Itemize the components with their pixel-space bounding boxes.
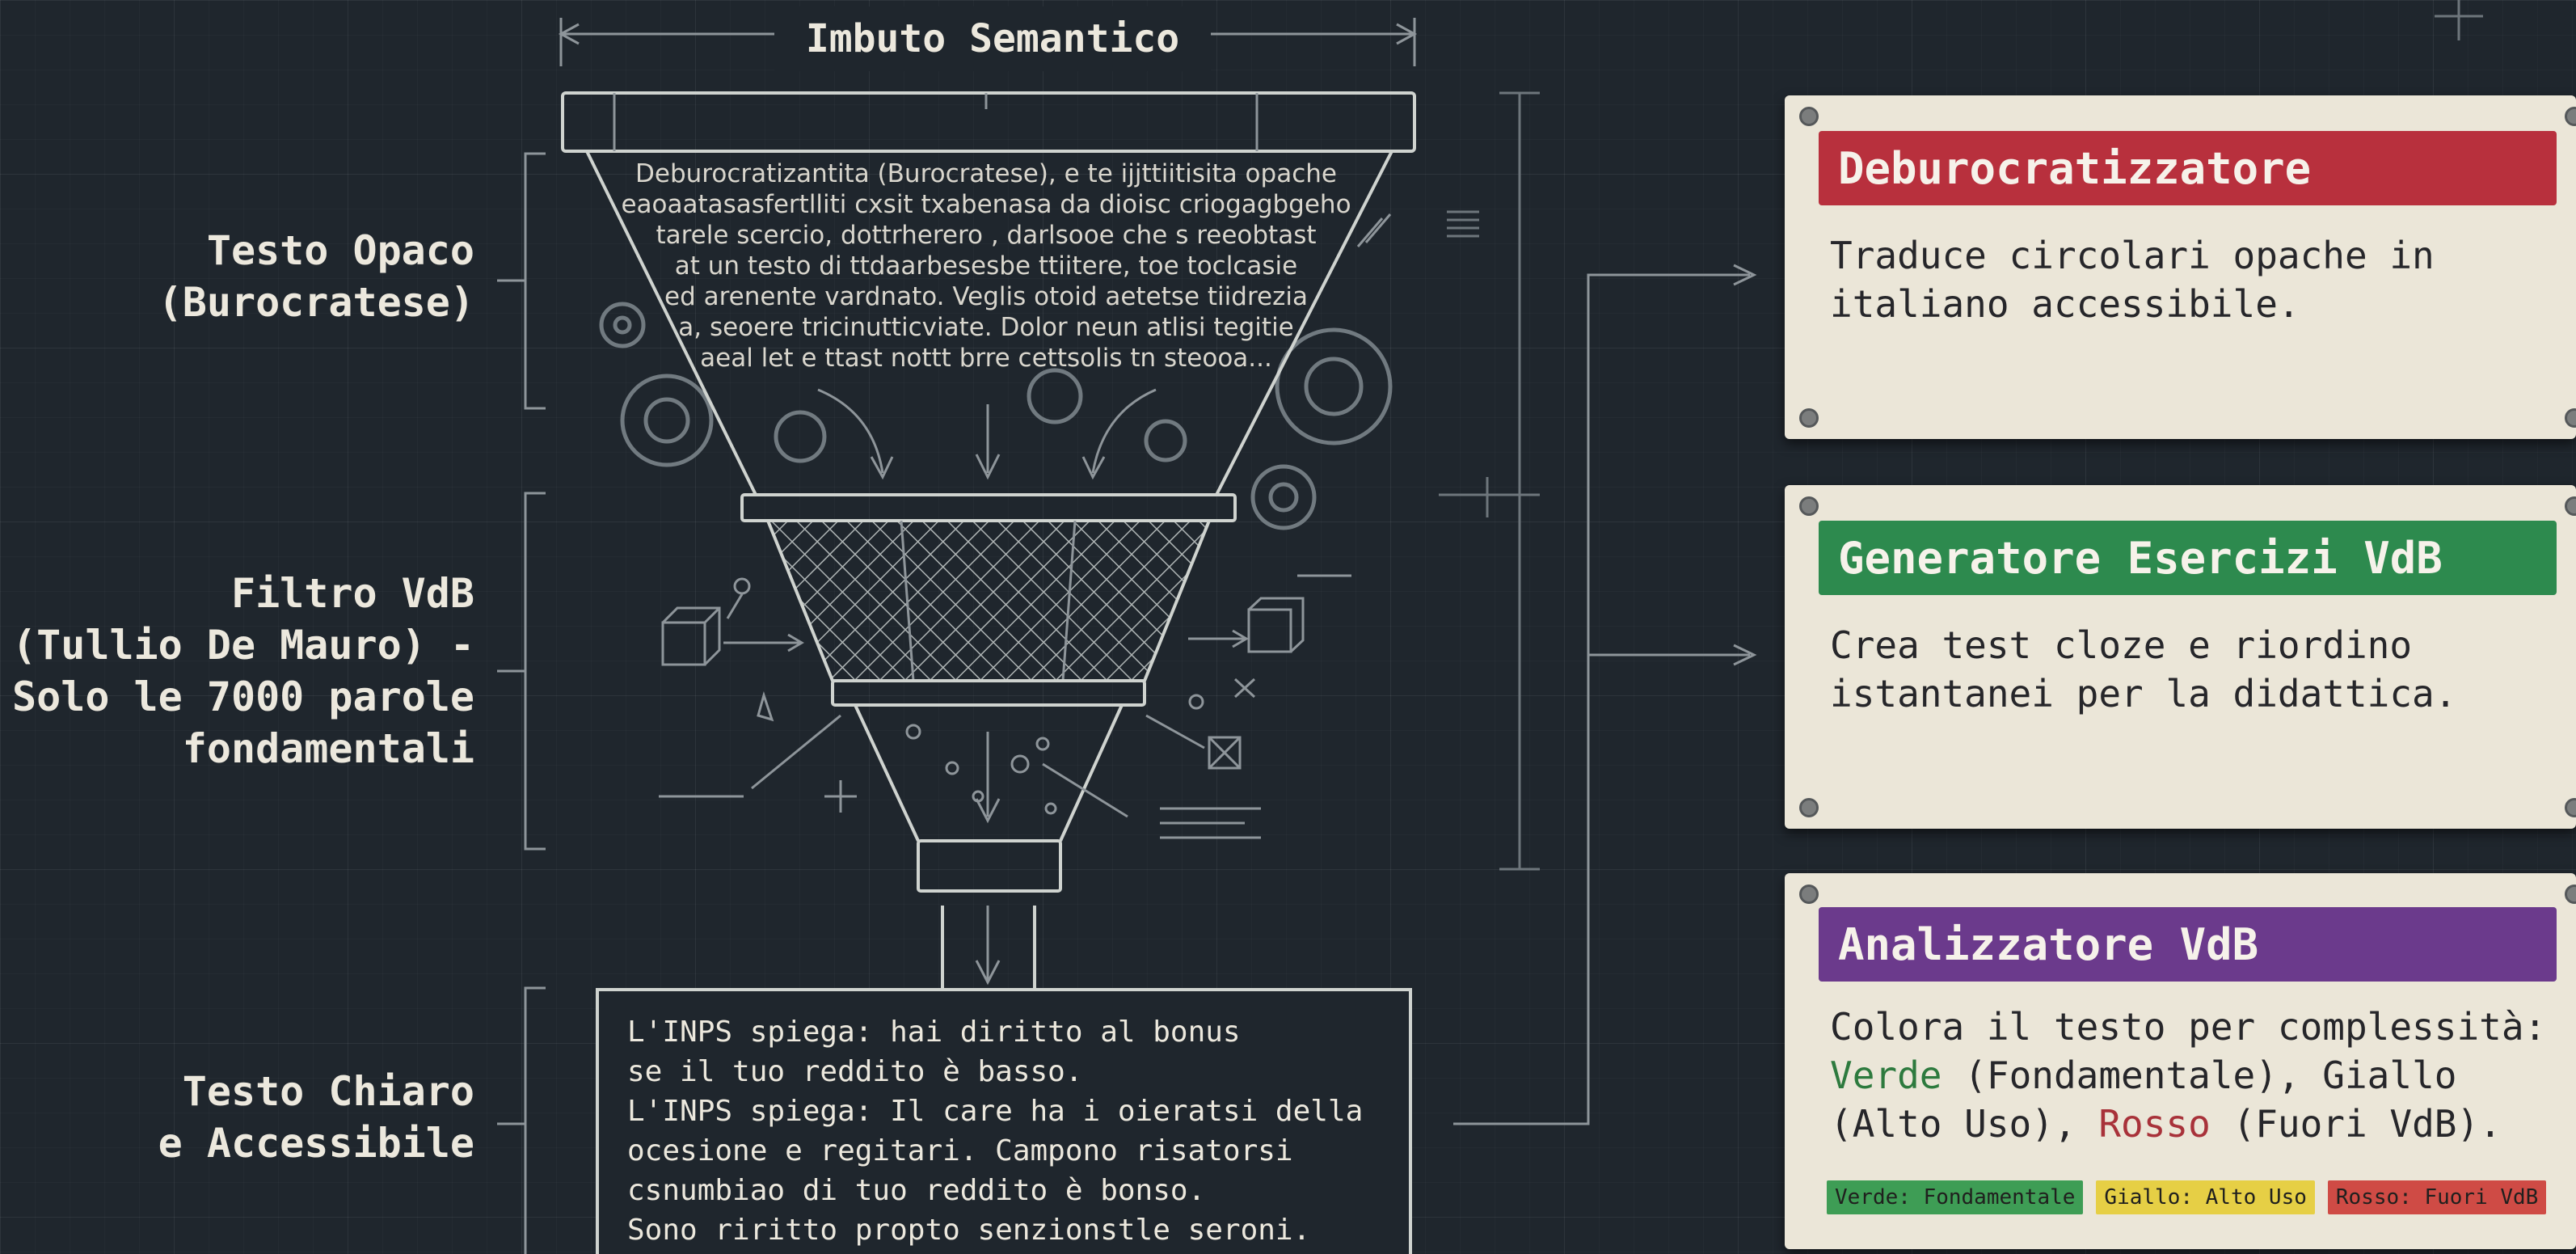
clear-output-text: L'INPS spiega: hai diritto al bonus se i… (627, 1012, 1403, 1250)
card-title: Analizzatore VdB (1819, 907, 2557, 982)
card-title: Deburocratizzatore (1819, 131, 2557, 205)
color-legend: Verde: Fondamentale Giallo: Alto Uso Ros… (1827, 1180, 2547, 1214)
label-brackets (497, 152, 546, 1254)
desc-line: (Alto Uso), Rosso (Fuori VdB). (1830, 1100, 2552, 1148)
green-word: Verde (1830, 1053, 1942, 1097)
screw-icon (2565, 408, 2576, 428)
screw-icon (1799, 496, 1819, 516)
desc-line: Traduce circolari opache in (1830, 234, 2435, 277)
label-line: fondamentali (182, 725, 474, 772)
desc-line: istantanei per la didattica. (1830, 672, 2457, 716)
label-clear-text: Testo Chiaro e Accessibile (158, 1066, 474, 1169)
screw-icon (2565, 107, 2576, 126)
output-line: Sono riritto propto senzionstle seroni. (627, 1214, 1311, 1247)
label-opaque-text: Testo Opaco (Burocratese) (158, 225, 474, 328)
label-line: Filtro VdB (230, 570, 474, 617)
output-text-box (596, 988, 1412, 1254)
desc-fragment: (Alto Uso), (1830, 1102, 2099, 1146)
crosshair-mark (2435, 0, 2483, 40)
red-word: Rosso (2098, 1102, 2211, 1146)
screw-icon (1799, 885, 1819, 904)
card-generatore-esercizi[interactable]: Generatore Esercizi VdB Crea test cloze … (1785, 485, 2576, 829)
output-line: csnumbiao di tuo reddito è bonso. (627, 1174, 1206, 1207)
gear-icons (599, 302, 1393, 530)
opaque-input-text: Deburocratizantita (Burocratese), e te i… (598, 158, 1374, 374)
opaque-line: a, seoere tricinutticviate. Dolor neun a… (678, 313, 1294, 342)
funnel (561, 91, 1416, 988)
connector-lines (1453, 264, 1757, 1125)
screw-icon (1799, 798, 1819, 817)
desc-line: italiano accessibile. (1830, 282, 2300, 326)
screw-icon (2565, 496, 2576, 516)
label-line: Testo Opaco (206, 227, 474, 274)
legend-chip-green: Verde: Fondamentale (1827, 1180, 2084, 1214)
desc-line: Verde (Fondamentale), Giallo (1830, 1051, 2552, 1100)
card-deburocratizzatore[interactable]: Deburocratizzatore Traduce circolari opa… (1785, 95, 2576, 439)
label-line: Solo le 7000 parole (12, 673, 474, 720)
output-line: ocesione e regitari. Campono risatorsi (627, 1134, 1293, 1167)
label-line: (Tullio De Mauro) - (12, 622, 474, 669)
card-title: Generatore Esercizi VdB (1819, 521, 2557, 595)
screw-icon (2565, 885, 2576, 904)
screw-icon (1799, 408, 1819, 428)
screw-icon (1799, 107, 1819, 126)
opaque-line: aeal let e ttast nottt brre cettsolis tn… (700, 344, 1272, 373)
output-line: L'INPS spiega: hai diritto al bonus (627, 1015, 1241, 1049)
opaque-line: at un testo di ttdaarbesesbe ttiitere, t… (674, 251, 1298, 281)
height-dimension (1439, 91, 1540, 871)
opaque-line: tarele scercio, dottrherero , darlsooe c… (656, 221, 1317, 250)
sketch-details (659, 213, 1392, 839)
card-analizzatore-vdb[interactable]: Analizzatore VdB Colora il testo per com… (1785, 873, 2576, 1249)
label-line: (Burocratese) (158, 279, 474, 326)
label-line: e Accessibile (158, 1120, 474, 1167)
output-line: L'INPS spiega: Il care ha i oieratsi del… (627, 1095, 1364, 1128)
card-description: Crea test cloze e riordino istantanei pe… (1830, 621, 2552, 718)
label-filter: Filtro VdB (Tullio De Mauro) - Solo le 7… (12, 568, 474, 775)
opaque-line: eaoaatasasfertlliti cxsit txabenasa da d… (621, 190, 1351, 219)
opaque-line: Deburocratizantita (Burocratese), e te i… (635, 159, 1337, 188)
output-line: se il tuo reddito è basso. (627, 1055, 1083, 1088)
legend-chip-yellow: Giallo: Alto Uso (2096, 1180, 2315, 1214)
opaque-line: ed arenente vardnato. Veglis otoid aetet… (664, 282, 1308, 311)
legend-chip-red: Rosso: Fuori VdB (2327, 1180, 2547, 1214)
desc-fragment: (Fondamentale), Giallo (1941, 1053, 2457, 1097)
screw-icon (2565, 798, 2576, 817)
desc-fragment: (Fuori VdB). (2210, 1102, 2502, 1146)
card-description: Colora il testo per complessità: Verde (… (1830, 1003, 2552, 1148)
desc-line: Crea test cloze e riordino (1830, 623, 2413, 667)
label-line: Testo Chiaro (182, 1068, 474, 1115)
card-description: Traduce circolari opache in italiano acc… (1830, 231, 2552, 328)
desc-line: Colora il testo per complessità: (1830, 1005, 2547, 1049)
diagram-title: Imbuto Semantico (774, 6, 1211, 71)
